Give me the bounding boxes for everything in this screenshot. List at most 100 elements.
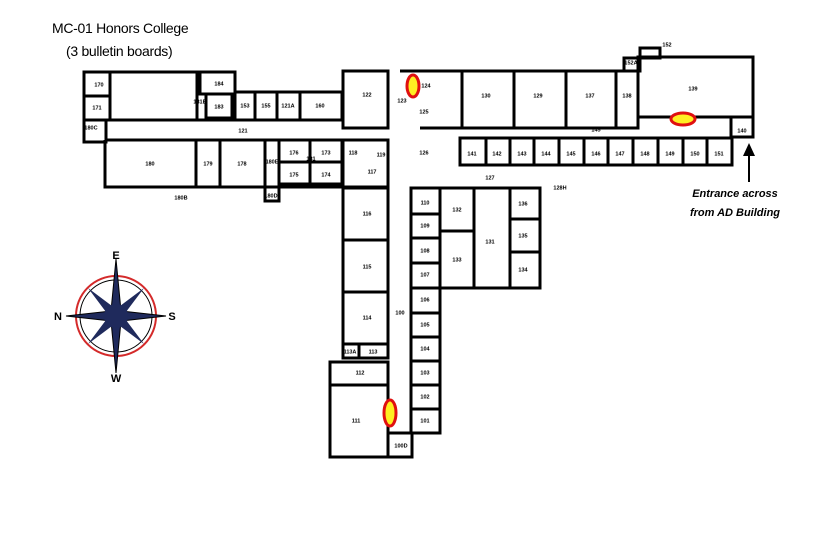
room-129 (512, 69, 568, 130)
bulletin-boards (382, 73, 697, 428)
room-label: 180E (266, 159, 279, 165)
room-label: 109 (420, 223, 429, 229)
room-100d (386, 431, 414, 459)
room-140 (729, 115, 755, 139)
compass-label-left: N (54, 311, 62, 323)
room-label: 184 (214, 81, 224, 87)
room-label: 100 (395, 310, 404, 316)
room-label: 181B (193, 99, 206, 105)
room-label: 149 (665, 151, 674, 157)
room-label: 105 (420, 322, 429, 328)
room-label: 152A (624, 60, 637, 66)
room-label: 135 (518, 233, 527, 239)
room-label: 141 (467, 151, 476, 157)
room-label: 150 (690, 151, 699, 157)
room-label: 113 (369, 349, 378, 355)
room-label: 121A (281, 103, 294, 109)
room-block-117-126 (341, 138, 390, 189)
room-label: 123 (397, 98, 406, 104)
room-label: 118 (349, 150, 358, 156)
room-label: 181 (306, 156, 315, 162)
room-label: 128H (553, 185, 566, 191)
bulletin-board-marker[interactable] (405, 73, 421, 99)
room-183 (204, 92, 234, 120)
room-122 (341, 69, 390, 130)
room-label: 146 (591, 151, 600, 157)
entrance-note-line1: Entrance across (692, 188, 778, 200)
room-label: 107 (420, 272, 429, 278)
room-label: 140 (737, 128, 746, 134)
room-label: 160 (315, 103, 324, 109)
room-113 (357, 342, 390, 360)
room-label: 174 (321, 172, 331, 178)
room-label: 114 (363, 315, 373, 321)
room-label: 151 (714, 151, 723, 157)
room-label: 106 (420, 297, 429, 303)
room-label: 170 (94, 82, 103, 88)
room-label: 121 (238, 128, 247, 134)
room-label: 176 (289, 150, 298, 156)
room-130 (460, 69, 516, 130)
room-label: 180B (174, 195, 187, 201)
room-label: 129 (533, 93, 542, 99)
room-label: 178 (237, 161, 246, 167)
entrance-note-line2: from AD Building (689, 207, 781, 219)
room-label: 103 (420, 370, 429, 376)
room-label: 117 (368, 169, 377, 175)
bulletin-board-marker[interactable] (669, 111, 697, 127)
room-label: 145 (566, 151, 575, 157)
map-title: MC-01 Honors College (52, 20, 189, 36)
room-label: 116 (363, 211, 372, 217)
compass-label-bottom: W (111, 373, 122, 385)
room-label: 144 (541, 151, 551, 157)
room-label: 101 (420, 418, 429, 424)
room-152a (622, 56, 642, 73)
compass-label-right: S (168, 311, 175, 323)
room-180d (263, 185, 281, 203)
room-label: 136 (518, 201, 527, 207)
room-label: 171 (92, 105, 101, 111)
compass-rose: E S W N (54, 250, 176, 385)
room-label: 143 (517, 151, 526, 157)
room-label: 113A (344, 349, 357, 355)
room-label: 110 (421, 200, 430, 206)
room-label: 183 (214, 104, 223, 110)
room-label: 100D (394, 443, 407, 449)
room-label: 138 (622, 93, 631, 99)
room-label: 112 (356, 370, 365, 376)
room-label: 132 (452, 207, 461, 213)
room-label: 142 (492, 151, 501, 157)
room-label: 134 (518, 267, 528, 273)
room-label: 111 (352, 418, 361, 424)
room-label: 130 (481, 93, 490, 99)
room-label: 153 (240, 103, 249, 109)
compass-label-top: E (112, 250, 119, 262)
room-label: 115 (363, 264, 372, 270)
room-label: 133 (452, 257, 461, 263)
room-label: 148 (640, 151, 649, 157)
map-subtitle: (3 bulletin boards) (66, 43, 173, 59)
room-137 (564, 69, 618, 130)
room-label: 122 (362, 92, 371, 98)
room-label: 102 (420, 394, 429, 400)
room-label: 108 (420, 248, 429, 254)
room-label: 139 (688, 86, 697, 92)
room-label: 126 (419, 150, 428, 156)
room-label: 145 (591, 127, 600, 133)
room-label: 104 (420, 346, 430, 352)
room-label: 127 (485, 175, 494, 181)
room-label: 119 (377, 152, 386, 158)
room-label: 180D (264, 193, 277, 199)
room-label: 152 (662, 42, 671, 48)
room-label: 131 (485, 239, 494, 245)
room-label: 179 (203, 161, 212, 167)
room-label: 175 (289, 172, 298, 178)
entrance-arrow (743, 143, 755, 182)
bulletin-board-marker[interactable] (382, 398, 398, 428)
room-label: 137 (585, 93, 594, 99)
room-label: 180 (145, 161, 154, 167)
room-label: 147 (615, 151, 624, 157)
room-row-141-151 (458, 136, 734, 167)
room-label: 180C (84, 125, 97, 131)
